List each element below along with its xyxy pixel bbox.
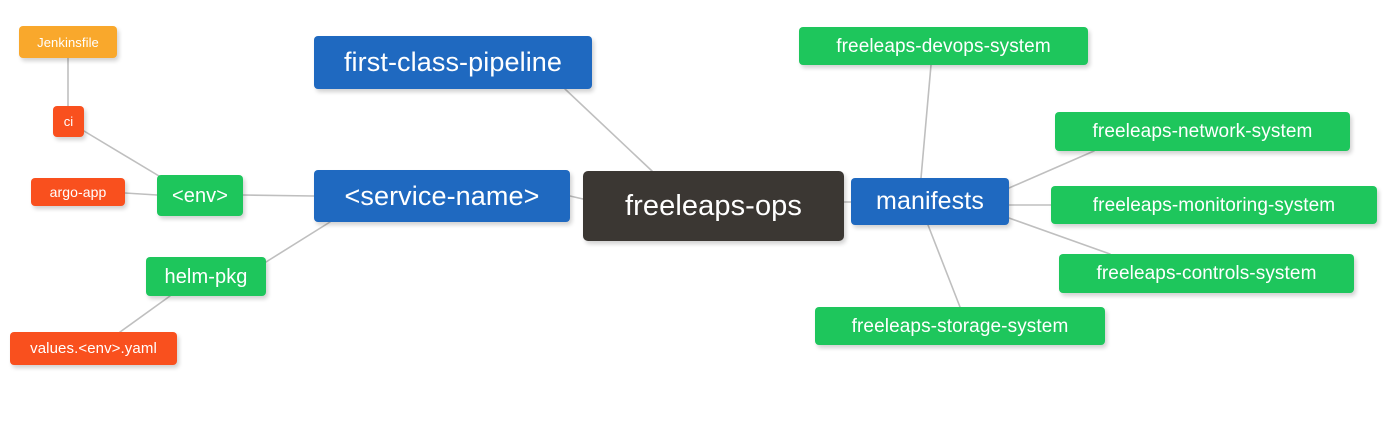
edge-manifests-to-network [1008,150,1095,189]
edge-argo-app-to-env [124,192,158,196]
mindmap-node-controls[interactable]: freeleaps-controls-system [1059,254,1354,293]
edge-manifests-to-devops [920,64,932,179]
edge-ci-to-env [83,130,160,177]
mindmap-node-helm-pkg[interactable]: helm-pkg [146,257,266,296]
edge-manifests-to-storage [927,224,961,308]
edge-helm-pkg-to-service-name [265,221,331,263]
mindmap-node-service-name[interactable]: <service-name> [314,170,570,222]
mindmap-node-storage[interactable]: freeleaps-storage-system [815,307,1105,345]
mindmap-node-pipeline[interactable]: first-class-pipeline [314,36,592,89]
mindmap-node-values-yaml[interactable]: values.<env>.yaml [10,332,177,365]
mindmap-node-monitoring[interactable]: freeleaps-monitoring-system [1051,186,1377,224]
mindmap-node-network[interactable]: freeleaps-network-system [1055,112,1350,151]
mindmap-node-devops[interactable]: freeleaps-devops-system [799,27,1088,65]
mindmap-node-ci[interactable]: ci [53,106,84,137]
edge-values-yaml-to-helm-pkg [119,295,171,333]
edge-pipeline-to-root [564,88,653,172]
mindmap-node-argo-app[interactable]: argo-app [31,178,125,206]
mindmap-node-root[interactable]: freeleaps-ops [583,171,844,241]
mindmap-node-env[interactable]: <env> [157,175,243,216]
mindmap-node-jenkinsfile[interactable]: Jenkinsfile [19,26,117,58]
edge-service-name-to-root [569,195,584,200]
mindmap-node-manifests[interactable]: manifests [851,178,1009,225]
edge-env-to-service-name [242,194,315,197]
